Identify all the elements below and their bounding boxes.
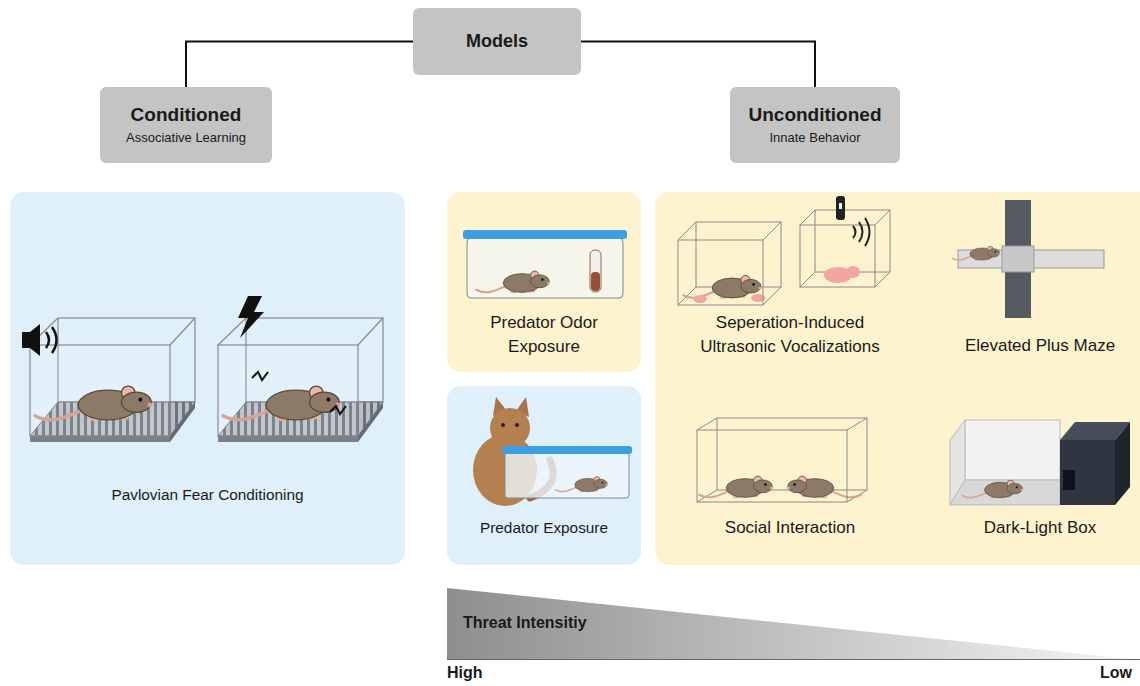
node-text: Elevated Plus Maze [945, 334, 1135, 358]
dark-light-box-part [950, 480, 1060, 505]
node-text: Dark-Light Box [945, 516, 1135, 540]
threat-gradient: Threat Intensitiy [447, 588, 1140, 660]
elevated-plus-maze-part [952, 246, 1000, 260]
usv-cage-pup-part [846, 266, 860, 278]
speaker-icon [22, 324, 57, 356]
cat-predator-part [502, 446, 632, 454]
predator-odor-container-part [590, 250, 601, 292]
dark-light-box-part [1063, 470, 1075, 490]
speaker-icon-part [22, 324, 40, 356]
usv-cage-pup-part [853, 226, 856, 238]
usv-cage-pup-part [815, 210, 890, 272]
text-slot: Predator Exposure [447, 517, 641, 539]
fear-conditioning-cage-tone-part [30, 318, 195, 442]
node-title: Predator Odor Exposure [477, 311, 611, 359]
node-title: Pavlovian Fear Conditioning [10, 484, 405, 506]
fear-conditioning-cage-tone-part [35, 386, 152, 421]
predator-odor-container [463, 230, 627, 298]
usv-cage-mother-part [693, 295, 707, 303]
node-text: Innate Behavior [769, 131, 860, 146]
social-interaction-cage-part [787, 476, 861, 498]
predator-odor-container-part [476, 271, 550, 293]
usv-cage-mother-part [678, 240, 763, 305]
node-title: Conditioned [131, 104, 242, 126]
usv-cage-mother-part [683, 275, 761, 298]
usv-cage-mother-part [696, 222, 781, 287]
usv-cage-pup-part [839, 203, 842, 209]
text-slot: Pavlovian Fear Conditioning [10, 484, 405, 506]
node-title: Models [466, 31, 528, 52]
cat-predator [473, 397, 632, 506]
node-text: Associative Learning [126, 131, 246, 146]
social-interaction-cage [697, 418, 867, 502]
usv-cage-pup-part [800, 272, 815, 287]
dark-light-box [950, 420, 1130, 505]
usv-cage-mother [678, 222, 781, 305]
text-slot: Predator Odor Exposure [477, 311, 611, 359]
category-box: Models [413, 8, 581, 75]
social-interaction-cage-part [847, 418, 867, 430]
node-title: Predator Exposure [447, 517, 641, 539]
cat-predator-part [490, 408, 530, 448]
predator-odor-container-part [467, 238, 623, 298]
text-slot: Social Interaction [680, 516, 900, 540]
usv-cage-mother-part [763, 222, 781, 240]
shock-icon [238, 296, 346, 414]
social-interaction-cage-part [697, 430, 847, 502]
predator-odor-container-part [463, 230, 627, 239]
cat-predator-part [505, 452, 629, 498]
social-interaction-cage-part [699, 476, 773, 498]
elevated-plus-maze [952, 200, 1104, 318]
usv-cage-pup-part [875, 272, 890, 287]
usv-cage-pup-part [836, 196, 845, 220]
gradient-fill [447, 588, 1140, 660]
fear-conditioning-cage-tone [30, 318, 195, 442]
axis-label: High [447, 662, 483, 684]
speaker-icon-part [46, 332, 49, 348]
dark-light-box-part [965, 420, 1060, 480]
cat-predator-part [556, 477, 608, 493]
node-text: Social Interaction [680, 516, 900, 540]
usv-cage-pup-part [865, 218, 870, 246]
category-box: UnconditionedInnate Behavior [730, 87, 900, 163]
predator-odor-container-part [591, 272, 600, 291]
fear-conditioning-cage-shock-part [223, 386, 340, 421]
elevated-plus-maze-part [1002, 246, 1034, 272]
dark-light-box-part [962, 480, 1023, 498]
usv-cage-mother-part [763, 287, 781, 305]
fear-conditioning-cage-shock [218, 318, 383, 442]
usv-cage-mother-part [678, 222, 696, 240]
gradient-baseline [447, 659, 1140, 660]
shock-icon-part [238, 296, 264, 338]
model-panel: Seperation-Induced Ultrasonic Vocalizati… [655, 192, 1140, 565]
cat-predator-part [515, 423, 519, 427]
speaker-icon-part [52, 327, 57, 353]
dark-light-box-part [1060, 440, 1115, 505]
node-title: Threat Intensitiy [463, 612, 587, 634]
text-slot: Elevated Plus Maze [945, 334, 1135, 358]
social-interaction-cage-part [697, 418, 717, 430]
tree-connector [186, 42, 413, 88]
node-title: Seperation-Induced Ultrasonic Vocalizati… [680, 311, 900, 359]
fear-conditioning-cage-shock-part [218, 318, 383, 442]
node-title: Unconditioned [749, 104, 882, 126]
usv-cage-pup [800, 196, 890, 287]
shock-icon-part [330, 406, 346, 414]
category-box: ConditionedAssociative Learning [100, 87, 272, 163]
text-slot: Threat Intensitiy [463, 612, 587, 634]
usv-cage-pup-part [800, 225, 875, 287]
text-slot: Dark-Light Box [945, 516, 1135, 540]
usv-cage-pup-part [875, 210, 890, 225]
tree-connector [581, 42, 815, 88]
text-slot: Seperation-Induced Ultrasonic Vocalizati… [680, 311, 900, 359]
usv-cage-pup-part [859, 222, 863, 242]
cat-predator-part [501, 423, 505, 427]
shock-icon-part [252, 372, 268, 380]
axis-label: Low [1100, 662, 1132, 684]
dark-light-box-part [1115, 422, 1130, 505]
cat-predator-part [508, 432, 512, 435]
usv-cage-pup-part [800, 210, 815, 225]
